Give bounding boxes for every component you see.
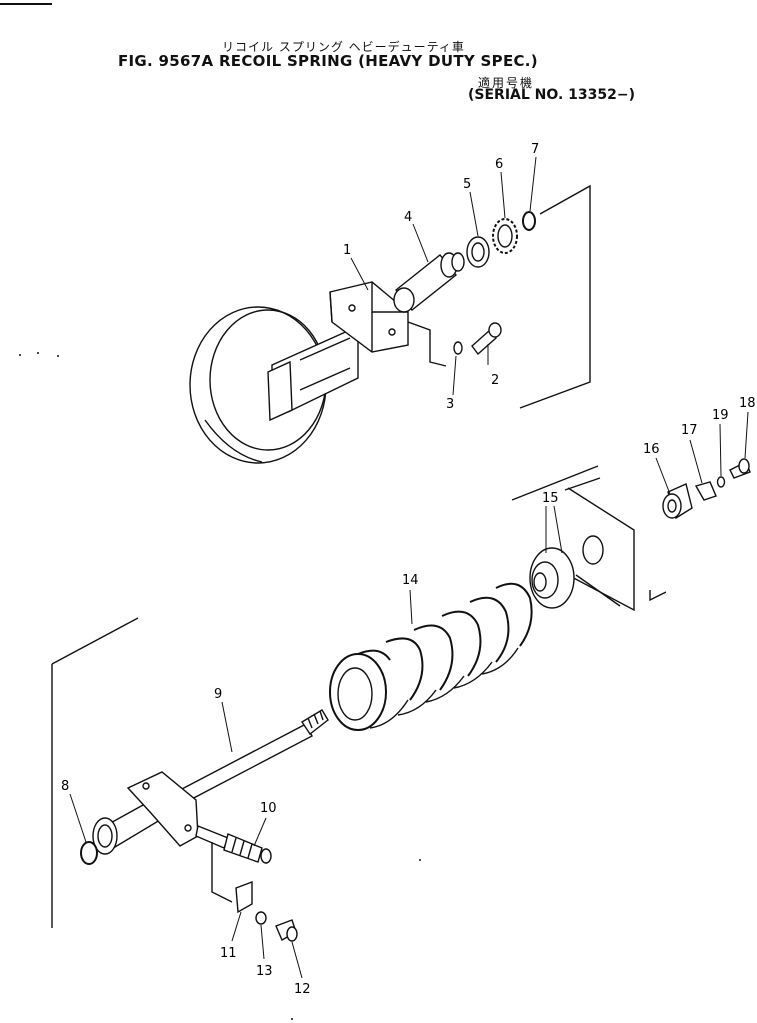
nut xyxy=(662,483,693,520)
callout-13: 13 xyxy=(256,964,273,979)
callout-7: 7 xyxy=(531,142,539,157)
callout-14: 14 xyxy=(402,573,419,588)
callout-18: 18 xyxy=(739,396,756,411)
yoke-guide-line xyxy=(407,321,447,367)
serial-number: (SERIAL NO. 13352−) xyxy=(468,87,636,103)
frame-bracket-upper xyxy=(519,184,591,409)
snap-ring xyxy=(522,211,536,231)
callout-5: 5 xyxy=(463,177,471,192)
lock-plate xyxy=(694,481,717,501)
callout-1: 1 xyxy=(343,243,351,258)
o-ring xyxy=(80,841,98,865)
lock-bolt xyxy=(729,458,751,479)
bracket-bolt xyxy=(275,919,298,942)
callout-8: 8 xyxy=(61,779,69,794)
callout-2: 2 xyxy=(491,373,499,388)
callout-11: 11 xyxy=(220,946,237,961)
frame-plate xyxy=(511,465,667,612)
packing-ring xyxy=(466,236,490,268)
frame-line-left-top xyxy=(51,617,139,665)
recoil-rod xyxy=(179,709,329,803)
grease-fitting xyxy=(195,825,272,864)
recoil-spring xyxy=(329,582,533,731)
spring-seat xyxy=(529,547,575,609)
callout-18-left: 19 xyxy=(712,408,729,423)
figure-title: FIG. 9567A RECOIL SPRING (HEAVY DUTY SPE… xyxy=(118,52,538,70)
washer xyxy=(453,341,463,355)
lock-washer xyxy=(716,476,726,488)
title-japanese: リコイル スプリング ヘビーデューティ車 xyxy=(222,40,465,54)
yoke xyxy=(267,281,409,422)
serial-label-japanese: 適用号機 xyxy=(478,76,535,90)
callout-10: 10 xyxy=(260,801,277,816)
lock-bracket xyxy=(235,880,253,914)
cylinder-housing xyxy=(92,771,199,855)
gear-ring xyxy=(492,218,518,254)
leader-lines xyxy=(69,156,749,979)
callout-6: 6 xyxy=(495,157,503,172)
callout-9: 9 xyxy=(214,687,222,702)
bolt xyxy=(471,322,502,356)
bracket-washer xyxy=(255,911,267,925)
cylinder xyxy=(393,252,465,313)
callout-17: 17 xyxy=(681,423,698,438)
callout-4: 4 xyxy=(404,210,412,225)
scan-specks xyxy=(19,352,421,1020)
callout-15: 15 xyxy=(542,491,559,506)
callout-16: 16 xyxy=(643,442,660,457)
callout-labels: 1 2 3 4 5 6 7 8 9 10 11 12 13 14 15 16 1… xyxy=(61,142,756,997)
callout-12: 12 xyxy=(294,982,311,997)
callout-3: 3 xyxy=(446,397,454,412)
fitting-guide-line xyxy=(211,842,233,903)
